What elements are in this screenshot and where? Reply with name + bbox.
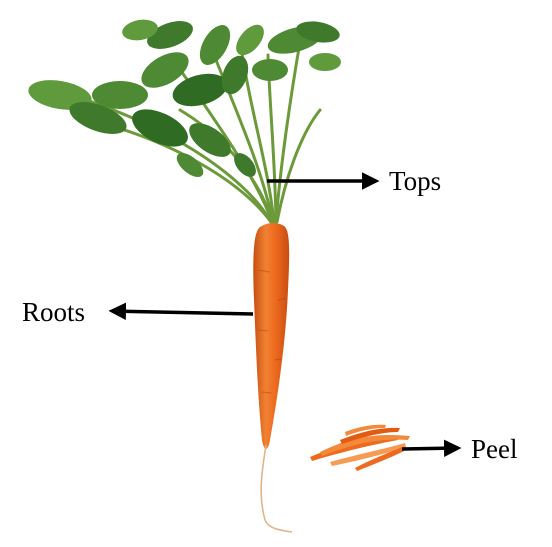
carrot-tops: [26, 16, 341, 222]
roots-label: Roots: [22, 299, 85, 326]
tops-label: Tops: [389, 168, 441, 195]
roots-arrow: [112, 311, 253, 314]
carrot-peel: [310, 425, 410, 471]
peel-arrow: [402, 448, 458, 449]
carrot-root: [253, 223, 292, 532]
peel-label: Peel: [471, 436, 518, 463]
